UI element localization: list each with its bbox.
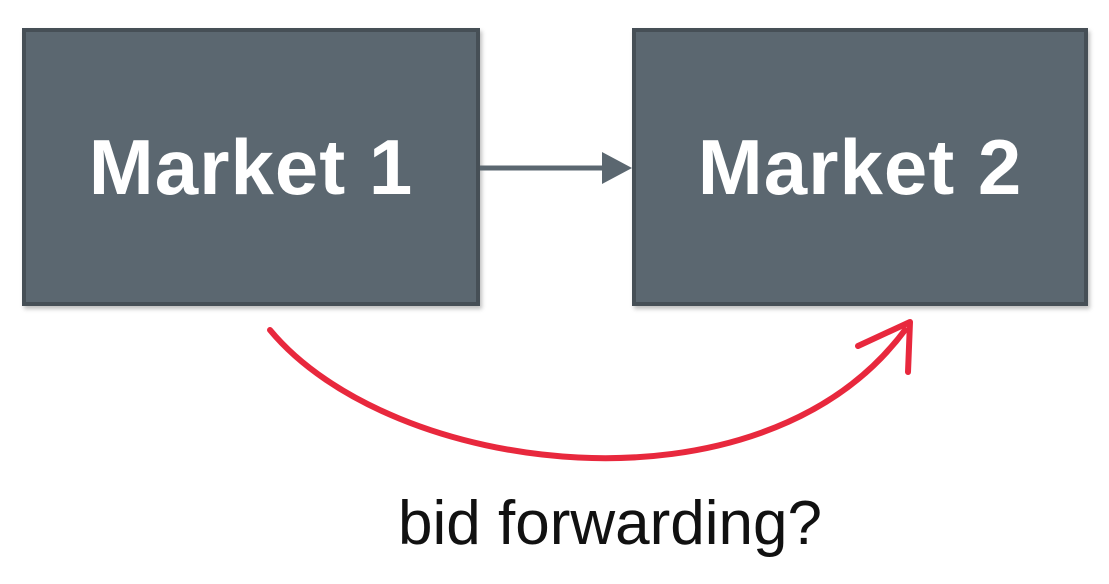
market-1-box: Market 1: [22, 28, 480, 306]
bid-forwarding-caption: bid forwarding?: [398, 489, 822, 558]
market-2-label: Market 2: [697, 122, 1023, 211]
market-2-box: Market 2: [632, 28, 1088, 306]
curved-arrow-shaft: [267, 327, 908, 462]
market-1-label: Market 1: [88, 122, 414, 211]
curved-arrow-head: [855, 319, 913, 375]
straight-arrow-head: [602, 152, 632, 184]
